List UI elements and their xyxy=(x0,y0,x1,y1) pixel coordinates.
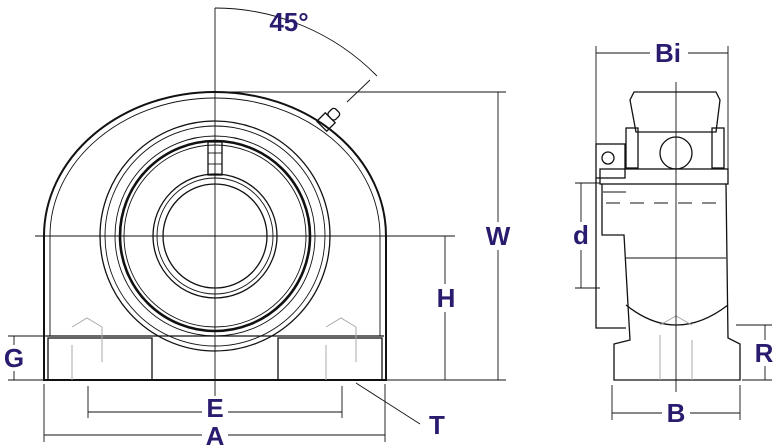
grease-fitting xyxy=(315,107,341,133)
T-leader xyxy=(355,382,421,425)
lock-collar xyxy=(595,143,626,179)
R-label: R xyxy=(755,338,774,368)
H-label: H xyxy=(437,283,456,313)
front-view xyxy=(35,8,455,405)
G-label: G xyxy=(4,343,24,373)
right-foot xyxy=(277,337,383,381)
side-dimensions: Bi d R B xyxy=(569,38,776,428)
W-label: W xyxy=(486,221,511,251)
angle-arc xyxy=(214,7,378,77)
inner-ring-section xyxy=(599,168,729,185)
side-view xyxy=(595,82,741,392)
A-label: A xyxy=(206,421,225,448)
housing-section xyxy=(629,91,721,133)
angle-label: 45° xyxy=(269,7,308,37)
B-label: B xyxy=(667,398,686,428)
T-label: T xyxy=(429,410,445,440)
left-foot xyxy=(47,337,153,381)
Bi-label: Bi xyxy=(655,38,681,68)
E-label: E xyxy=(206,393,223,423)
d-label: d xyxy=(573,220,589,250)
front-dimensions: 45° W H G E A T xyxy=(2,7,512,448)
